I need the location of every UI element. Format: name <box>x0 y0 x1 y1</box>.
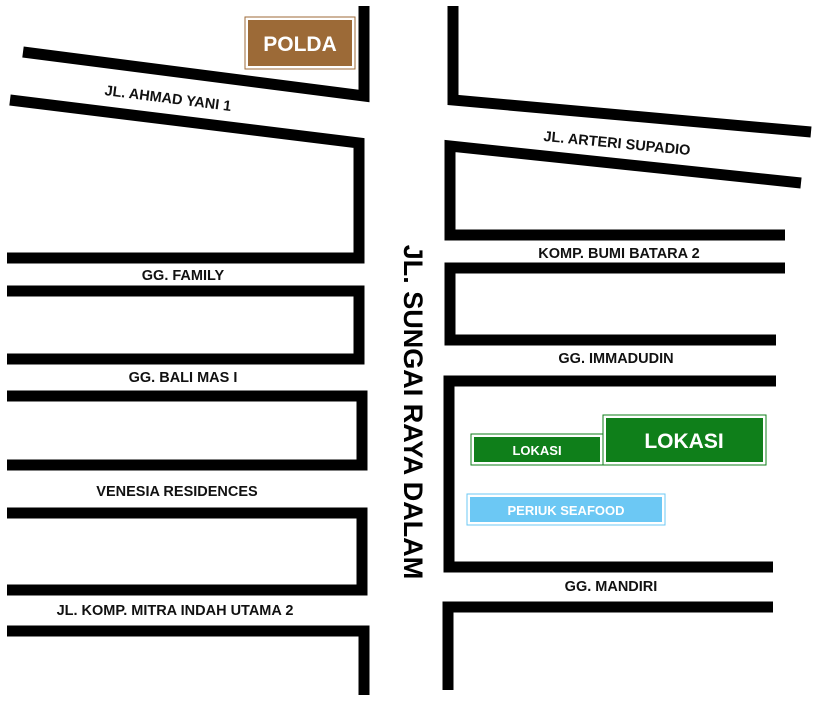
label-venesia-residences: VENESIA RESIDENCES <box>96 484 258 500</box>
road-bumi-batara-block <box>444 262 785 346</box>
road-mandiri-south <box>442 601 773 690</box>
road-venesia-mitra-block <box>7 507 368 596</box>
landmark-lokasi-small: LOKASI <box>470 433 604 466</box>
periuk-seafood-sign <box>470 497 662 522</box>
polda-sign <box>248 20 352 66</box>
polda-label: POLDA <box>263 33 337 56</box>
road-ahmad-yani-south <box>7 94 365 264</box>
road-mitra-indah-south <box>7 625 370 695</box>
lokasi-large-label: LOKASI <box>644 430 723 453</box>
label-komp-bumi-batara-2: KOMP. BUMI BATARA 2 <box>538 246 699 262</box>
road-family-bali-mas-block <box>7 285 365 365</box>
road-immadudin-mandiri-block <box>443 375 776 573</box>
landmark-polda: POLDA <box>244 16 356 70</box>
label-gg-family: GG. FAMILY <box>142 268 225 284</box>
lokasi-small-sign <box>474 437 600 462</box>
label-gg-mandiri: GG. MANDIRI <box>565 579 658 595</box>
lokasi-large-sign <box>606 418 763 462</box>
label-gg-immadudin: GG. IMMADUDIN <box>558 351 673 367</box>
label-jl-sungai-raya-dalam: JL. SUNGAI RAYA DALAM <box>398 245 428 580</box>
periuk-seafood-label: PERIUK SEAFOOD <box>507 503 624 518</box>
landmark-periuk-seafood: PERIUK SEAFOOD <box>466 493 666 526</box>
road-arteri-supadio-north <box>447 6 812 138</box>
lokasi-small-label: LOKASI <box>512 443 561 458</box>
label-jl-komp-mitra-indah-utama-2: JL. KOMP. MITRA INDAH UTAMA 2 <box>57 603 294 619</box>
road-ahmad-yani-north <box>22 6 370 103</box>
road-arteri-supadio-south <box>444 139 802 241</box>
landmark-lokasi-large: LOKASI <box>602 414 767 466</box>
road-bali-mas-venesia-block <box>7 390 368 471</box>
label-gg-bali-mas-i: GG. BALI MAS I <box>129 370 238 386</box>
